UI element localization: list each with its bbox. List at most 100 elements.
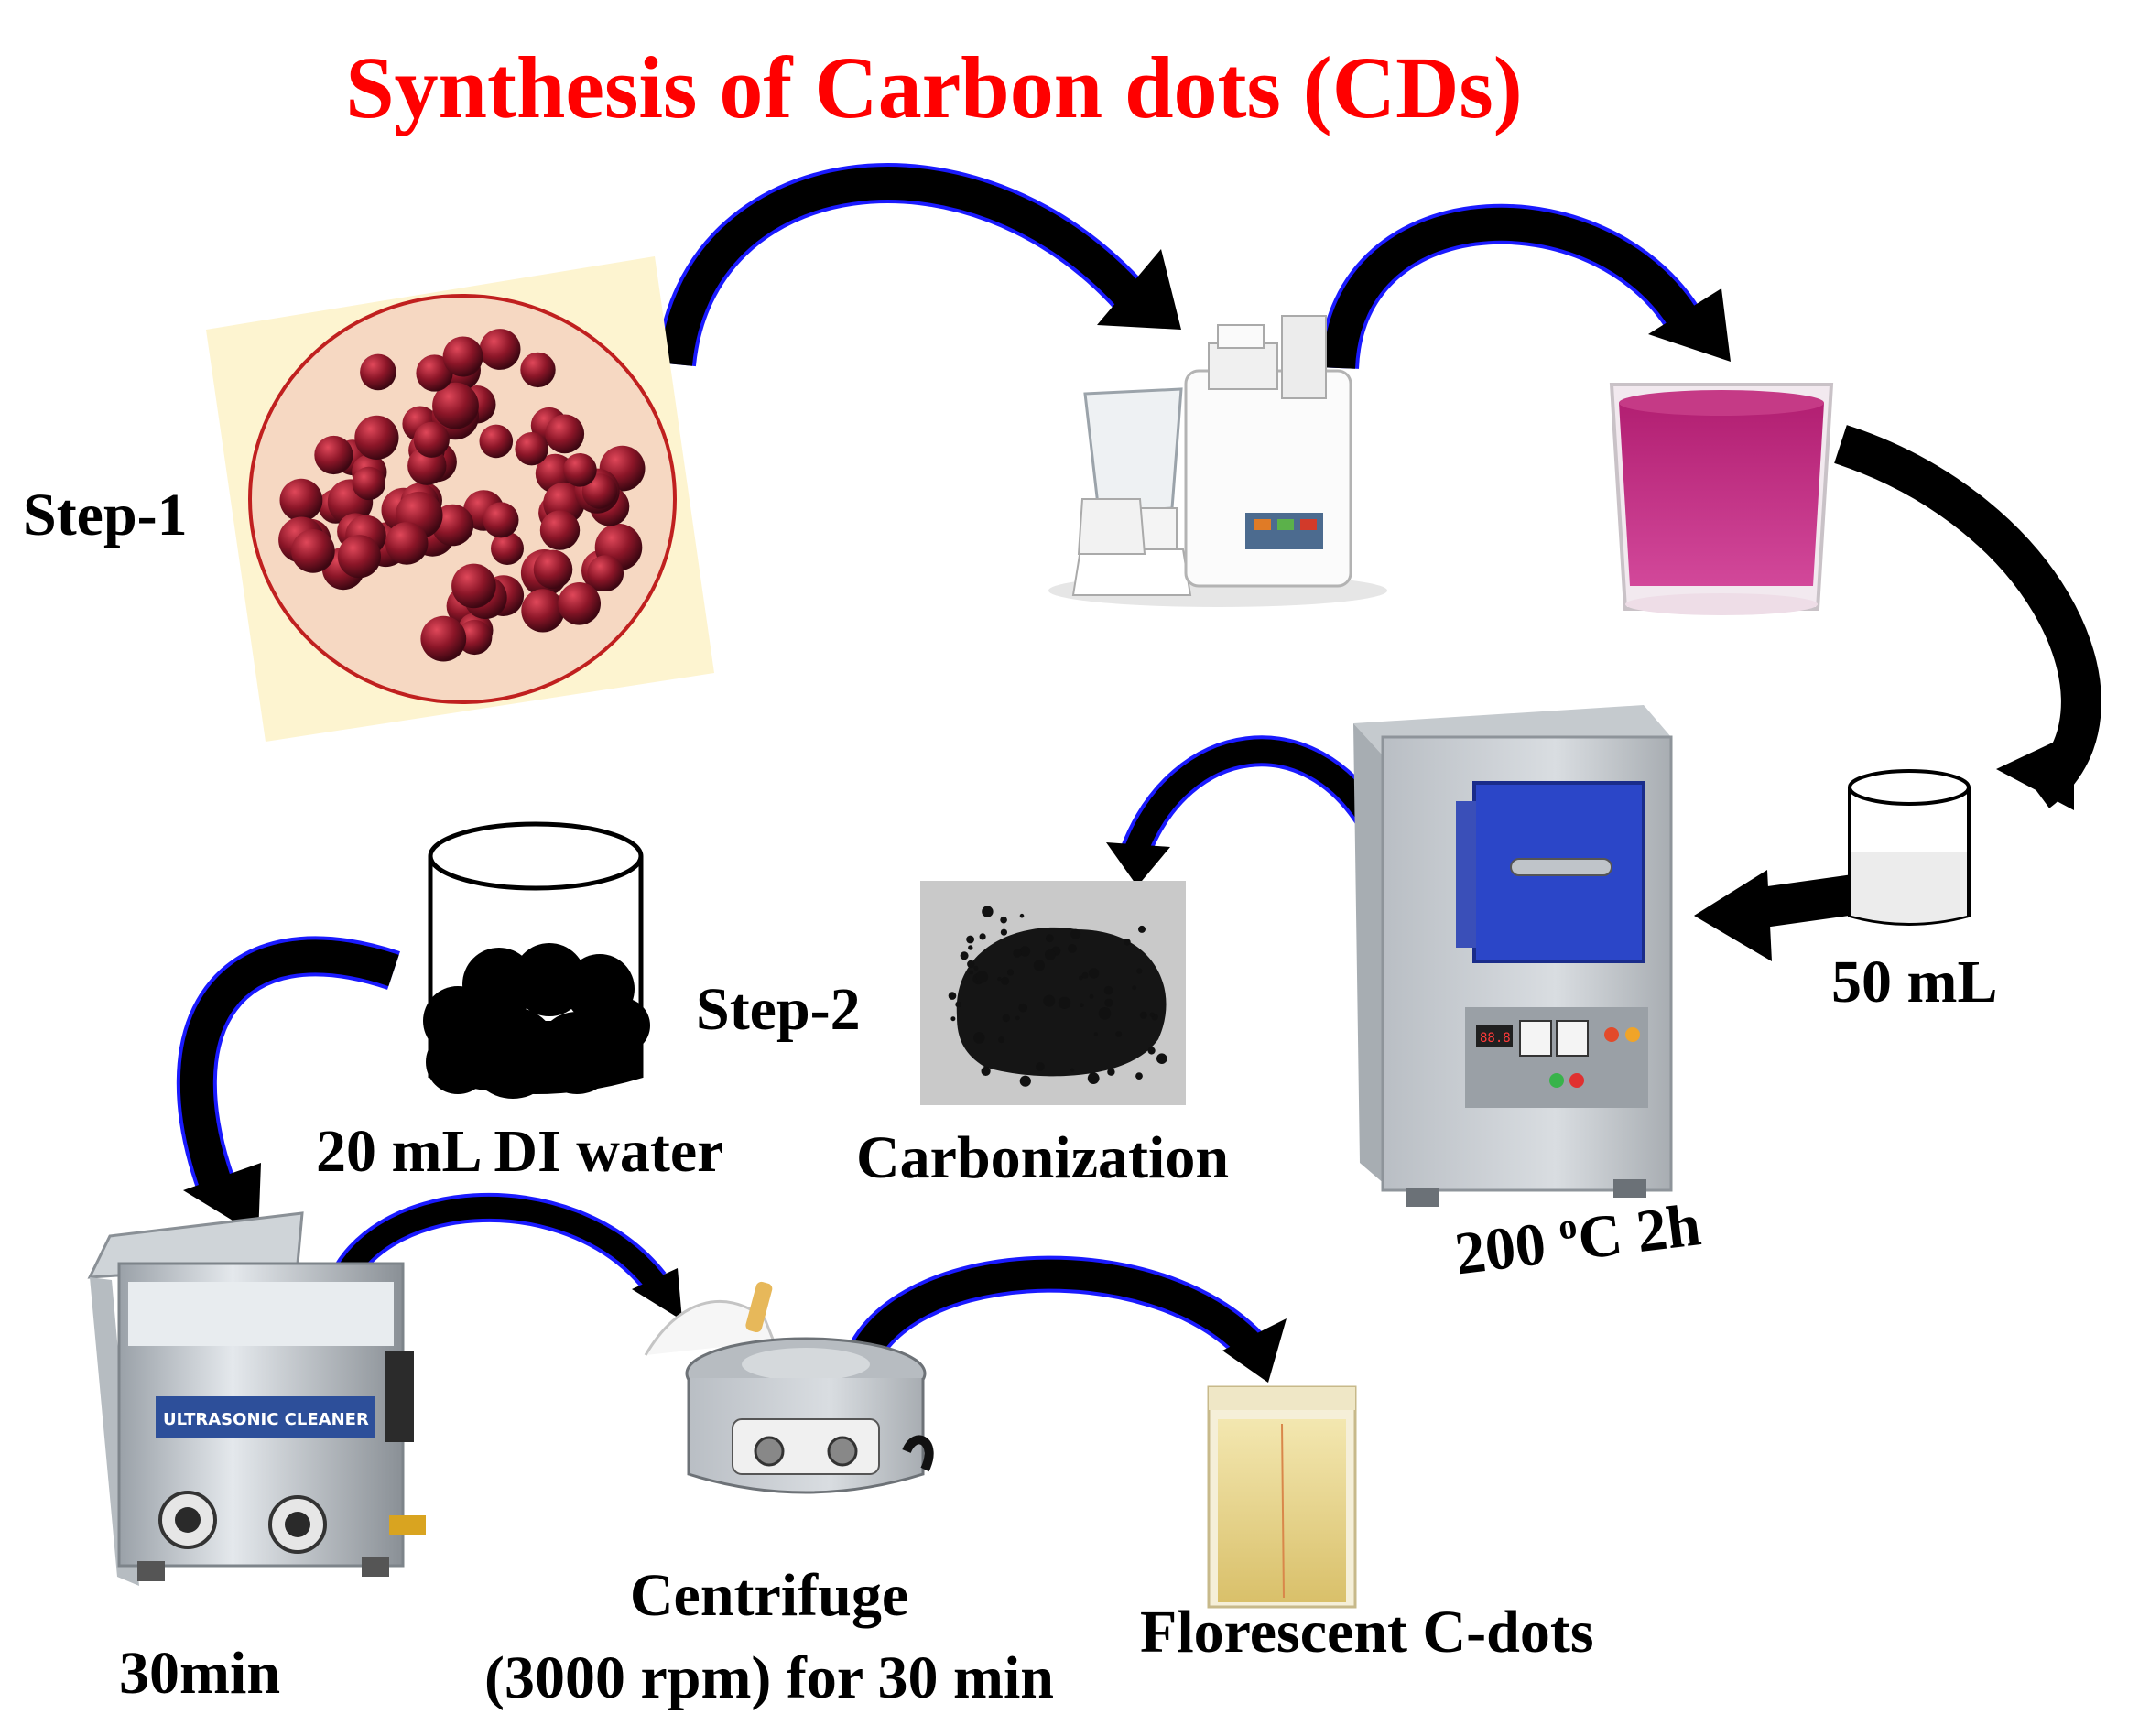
berry bbox=[451, 563, 496, 609]
berry bbox=[354, 415, 399, 460]
berry bbox=[520, 352, 556, 388]
carbon-speck bbox=[979, 933, 986, 940]
carbon-speck bbox=[1046, 934, 1054, 943]
carbon-speck bbox=[1002, 1014, 1011, 1023]
carbon-speck bbox=[1104, 998, 1113, 1007]
arrow-ultrasonic-to-centrifuge bbox=[322, 1192, 682, 1320]
carbon-speck bbox=[1078, 975, 1083, 981]
cdots-vial-icon bbox=[1207, 1385, 1357, 1609]
muffle-furnace-icon: 88.8 bbox=[1353, 705, 1673, 1207]
carbon-speck bbox=[1088, 968, 1100, 979]
step-1-label: Step-1 bbox=[23, 482, 188, 548]
berry bbox=[558, 582, 601, 625]
carbon-speck bbox=[1070, 1068, 1075, 1072]
carbon-speck bbox=[1045, 949, 1056, 960]
carbon-speck bbox=[966, 935, 974, 944]
berry bbox=[539, 510, 581, 550]
berry bbox=[420, 615, 467, 662]
carbon-speck bbox=[973, 1032, 985, 1044]
berry bbox=[314, 435, 353, 475]
carbon-speck bbox=[1107, 1068, 1115, 1076]
arrow-glass-to-beaker bbox=[1834, 425, 2101, 810]
berry bbox=[533, 549, 573, 590]
carbon-speck bbox=[998, 1036, 1005, 1044]
beaker-50ml-icon bbox=[1848, 769, 1971, 926]
carbon-speck bbox=[1089, 993, 1094, 999]
carbon-speck bbox=[1019, 1075, 1031, 1087]
carbon-speck bbox=[955, 1001, 962, 1008]
carbon-speck bbox=[967, 960, 975, 969]
carbon-speck bbox=[1149, 1012, 1155, 1017]
carbon-speck bbox=[969, 970, 973, 975]
ultrasonic-panel-text: ULTRASONIC CLEANER bbox=[163, 1410, 369, 1429]
diagram-title: Synthesis of Carbon dots (CDs) bbox=[345, 38, 1523, 136]
carbon-speck bbox=[1043, 994, 1056, 1007]
carbon-speck bbox=[1001, 976, 1010, 985]
arrow-beaker-to-furnace bbox=[1694, 870, 1857, 961]
carbon-speck bbox=[973, 965, 979, 971]
berry bbox=[587, 555, 624, 591]
carbonization-label: Carbonization bbox=[856, 1124, 1230, 1191]
product-label: Florescent C-dots bbox=[1140, 1599, 1594, 1665]
berry bbox=[479, 329, 521, 370]
berries-plate-icon bbox=[206, 256, 714, 742]
berry bbox=[337, 535, 381, 579]
carbon-speck bbox=[1138, 925, 1146, 933]
berry bbox=[479, 424, 514, 459]
berry bbox=[416, 354, 453, 392]
carbon-speck bbox=[1058, 996, 1071, 1010]
step-2-label: Step-2 bbox=[696, 976, 861, 1043]
beaker-carbon-icon bbox=[423, 821, 650, 1099]
berry bbox=[563, 453, 597, 487]
carbon-powder-icon bbox=[920, 881, 1186, 1105]
carbon-speck bbox=[1132, 985, 1137, 991]
berry bbox=[432, 382, 479, 429]
arrow-juicer-to-glass bbox=[1319, 203, 1731, 370]
carbon-speck bbox=[1036, 1062, 1045, 1071]
carbon-speck bbox=[960, 951, 969, 960]
carbon-speck bbox=[1006, 969, 1015, 976]
carbon-speck bbox=[1000, 916, 1007, 924]
svg-text:88.8: 88.8 bbox=[1480, 1031, 1511, 1046]
berry bbox=[279, 478, 323, 522]
juicer-blender-icon bbox=[1048, 315, 1387, 607]
carbon-speck bbox=[1080, 1003, 1084, 1007]
berry bbox=[457, 619, 493, 656]
carbon-speck bbox=[1068, 944, 1077, 953]
carbon-speck bbox=[1139, 1011, 1147, 1019]
carbon-speck bbox=[950, 1016, 956, 1022]
carbon-speck bbox=[1019, 913, 1025, 918]
carbon-speck bbox=[1093, 1032, 1098, 1036]
carbon-speck bbox=[981, 1066, 991, 1076]
berry bbox=[352, 466, 385, 501]
berry bbox=[491, 532, 524, 565]
volume-50ml-label: 50 mL bbox=[1831, 949, 1998, 1015]
carbon-speck bbox=[1115, 1031, 1123, 1037]
centrifuge-icon bbox=[644, 1281, 934, 1494]
centrifuge-label-line1: Centrifuge bbox=[629, 1562, 909, 1629]
berry bbox=[483, 502, 519, 538]
carbon-speck bbox=[1087, 1072, 1100, 1084]
carbon-speck bbox=[1103, 985, 1113, 995]
carbon-speck bbox=[1081, 971, 1089, 979]
arrow-centrifuge-to-cdots bbox=[838, 1255, 1287, 1383]
carbon-speck bbox=[1147, 1047, 1156, 1055]
carbon-speck bbox=[997, 976, 1002, 982]
ultrasonic-cleaner-icon: ULTRASONIC CLEANER bbox=[87, 1211, 426, 1586]
carbon-speck bbox=[975, 971, 989, 983]
berry bbox=[442, 336, 483, 377]
carbon-speck bbox=[968, 945, 973, 950]
carbon-speck bbox=[1019, 946, 1031, 957]
berry bbox=[515, 432, 548, 466]
carbon-speck bbox=[1033, 960, 1045, 971]
juice-glass-icon bbox=[1609, 383, 1834, 615]
arrow-furnace-to-carbon bbox=[1106, 735, 1387, 886]
carbon-speck bbox=[948, 992, 957, 1000]
carbon-speck bbox=[1000, 928, 1007, 936]
carbon-speck bbox=[1013, 949, 1022, 958]
carbon-speck bbox=[1015, 1015, 1020, 1021]
berry bbox=[413, 421, 450, 458]
carbon-speck bbox=[1156, 1053, 1167, 1064]
carbon-speck bbox=[1124, 939, 1131, 946]
